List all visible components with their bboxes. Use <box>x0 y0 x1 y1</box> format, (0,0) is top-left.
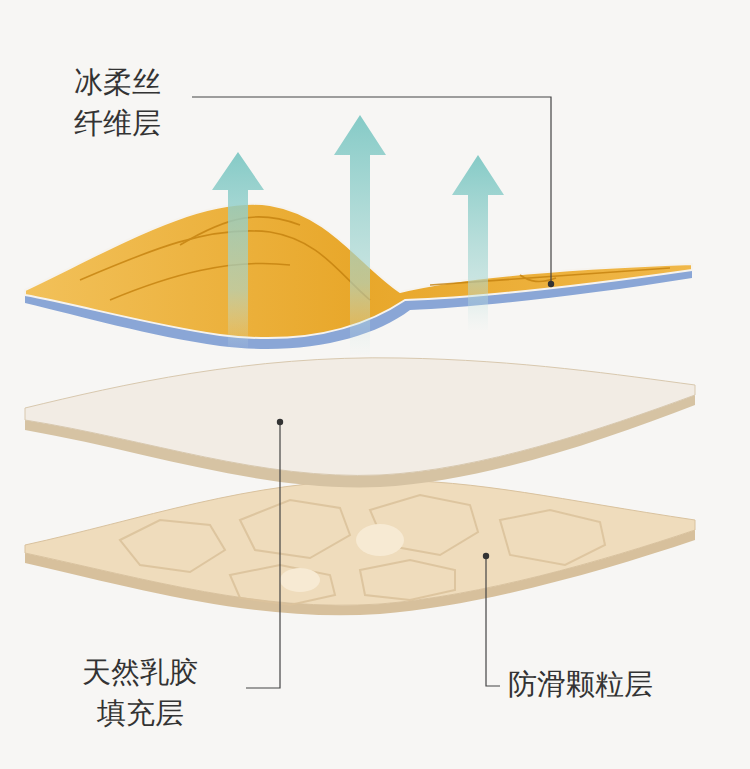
airflow-arrows <box>212 115 504 355</box>
leader-lines <box>192 97 551 688</box>
latex-layer <box>25 358 695 488</box>
layer-label: 防滑颗粒层 <box>508 664 653 705</box>
leader-dots <box>277 281 554 559</box>
layer-label: 冰柔丝 纤维层 <box>74 62 170 144</box>
granule-layer <box>25 480 695 615</box>
layer-label: 天然乳胶 填充层 <box>78 652 203 734</box>
